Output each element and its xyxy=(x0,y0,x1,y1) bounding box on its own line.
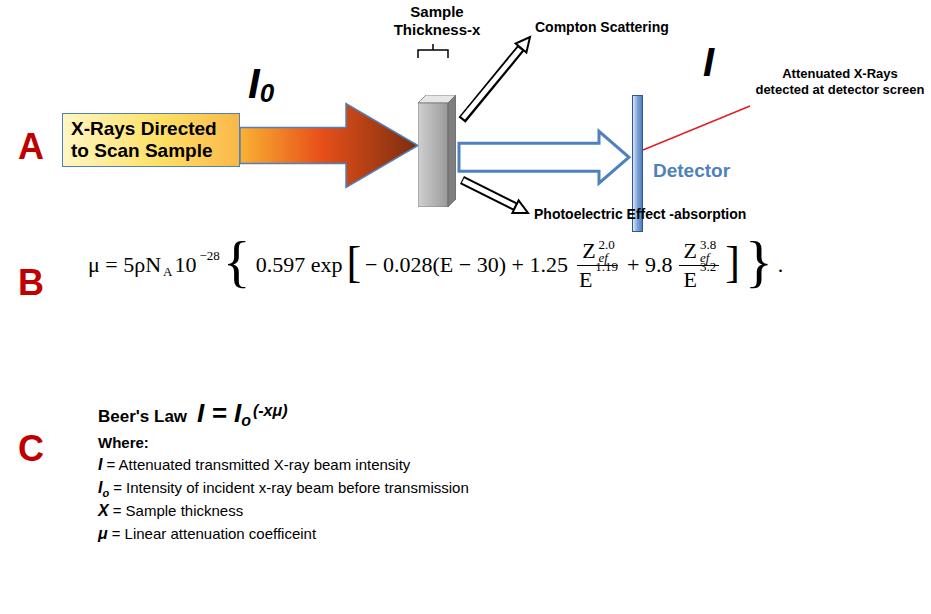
attenuation-equation: μ = 5ρNA10−28{0.597 exp[− 0.028(E − 30) … xyxy=(86,236,785,294)
text-line: μ= Linear attenuation coefficeint xyxy=(98,525,316,543)
equation-subscript: A xyxy=(163,264,172,280)
sample-heading: Sample Thickness-x xyxy=(377,3,497,39)
equation-term: − 0.028(E − 30) + 1.25 xyxy=(365,252,568,278)
text-line: Where: xyxy=(98,434,149,452)
fraction: Z3.8efE3.2 xyxy=(679,238,720,293)
panel-letter: B xyxy=(18,262,44,303)
equation-term: Z xyxy=(582,238,595,264)
text-line: Attenuated X-Rays detected at detector s… xyxy=(755,66,925,98)
beam-core xyxy=(463,155,613,160)
variable-symbol: μ xyxy=(98,525,108,542)
text-line: A xyxy=(18,126,44,168)
text-line: I= Attenuated transmitted X-ray beam int… xyxy=(98,456,410,474)
variable-symbol: I xyxy=(98,479,102,496)
equation-term: E xyxy=(579,267,592,293)
equation-term: Z xyxy=(684,238,697,264)
variable-definition: = Sample thickness xyxy=(113,502,243,519)
sample-shape xyxy=(418,95,456,207)
law-exponent: (-xμ) xyxy=(253,402,288,419)
text-line: C xyxy=(18,428,44,470)
interaction-label: Compton Scattering xyxy=(535,19,669,35)
intensity-symbol: I xyxy=(703,40,714,84)
source-label: X-Rays Directed to Scan Sample xyxy=(71,118,231,162)
law-formula: I = I xyxy=(197,398,241,428)
xray-beam-arrow xyxy=(240,104,418,188)
equation-term: 10 xyxy=(174,252,196,278)
equation-bracket: ] xyxy=(725,241,740,285)
fraction: Z2.0efE1.19 xyxy=(574,238,621,293)
transmitted-beam-arrow xyxy=(459,131,629,183)
variable-definition: = Linear attenuation coefficeint xyxy=(112,525,316,542)
sample-block: Sample Thickness-x xyxy=(418,95,456,207)
equation-term: 0.597 exp xyxy=(256,252,343,278)
compton-arrow xyxy=(462,37,530,120)
variable-definition: = Attenuated transmitted X-ray beam inte… xyxy=(106,456,410,473)
text-line: X= Sample thickness xyxy=(98,502,243,520)
denominator: E1.19 xyxy=(574,266,621,293)
thickness-bracket xyxy=(418,44,448,58)
equation-term: . xyxy=(778,252,784,278)
equation-exponent: −28 xyxy=(199,248,219,264)
equation-term: + 9.8 xyxy=(627,252,672,278)
equation-brace: { xyxy=(223,233,251,291)
xray-beam-arrow xyxy=(240,104,418,188)
text-line: I0 xyxy=(248,60,274,109)
photoelectric-arrow xyxy=(462,180,528,213)
callout-note: Attenuated X-Rays detected at detector s… xyxy=(755,66,925,98)
equation-brace: } xyxy=(745,233,773,291)
text-line: Beer's Law I = Io(-xμ) xyxy=(98,398,287,430)
text-line: Compton Scattering xyxy=(535,18,669,36)
variable-symbol: X xyxy=(98,502,109,519)
transmitted-beam-arrow xyxy=(459,131,629,183)
text-line: B xyxy=(18,262,44,304)
source-box: X-Rays Directed to Scan Sample xyxy=(62,113,240,167)
variable-definition: = Intensity of incident x-ray beam befor… xyxy=(113,479,469,496)
law-title: Beer's Law xyxy=(98,407,187,426)
text-line: Photoelectric Effect -absorption xyxy=(534,205,746,223)
equation-exponent: 3.2 xyxy=(700,259,716,275)
text-line: I xyxy=(703,40,714,85)
attenuated-ray xyxy=(643,106,750,150)
interaction-label: Photoelectric Effect -absorption xyxy=(534,206,746,222)
equation-exponent: 1.19 xyxy=(595,259,618,275)
variable-symbol: I xyxy=(98,456,102,473)
denominator: E3.2 xyxy=(679,266,720,293)
equation-bracket: [ xyxy=(346,241,361,285)
equation-exponent: 2.0 xyxy=(599,238,615,251)
variable-subscript: o xyxy=(102,487,109,499)
intensity-symbol: I xyxy=(248,60,260,107)
where-heading: Where: xyxy=(98,434,149,451)
law-subscript: o xyxy=(241,412,251,429)
equation-term: μ = 5ρN xyxy=(88,252,161,278)
equation-term: E xyxy=(684,267,697,293)
intensity-subscript: 0 xyxy=(260,78,274,108)
panel-letter: A xyxy=(18,126,44,167)
text-line: Io = Intensity of incident x-ray beam bef… xyxy=(98,479,469,499)
detector-label: Detector xyxy=(653,160,730,182)
panel-letter: C xyxy=(18,428,44,469)
equation-exponent: 3.8 xyxy=(700,238,716,251)
